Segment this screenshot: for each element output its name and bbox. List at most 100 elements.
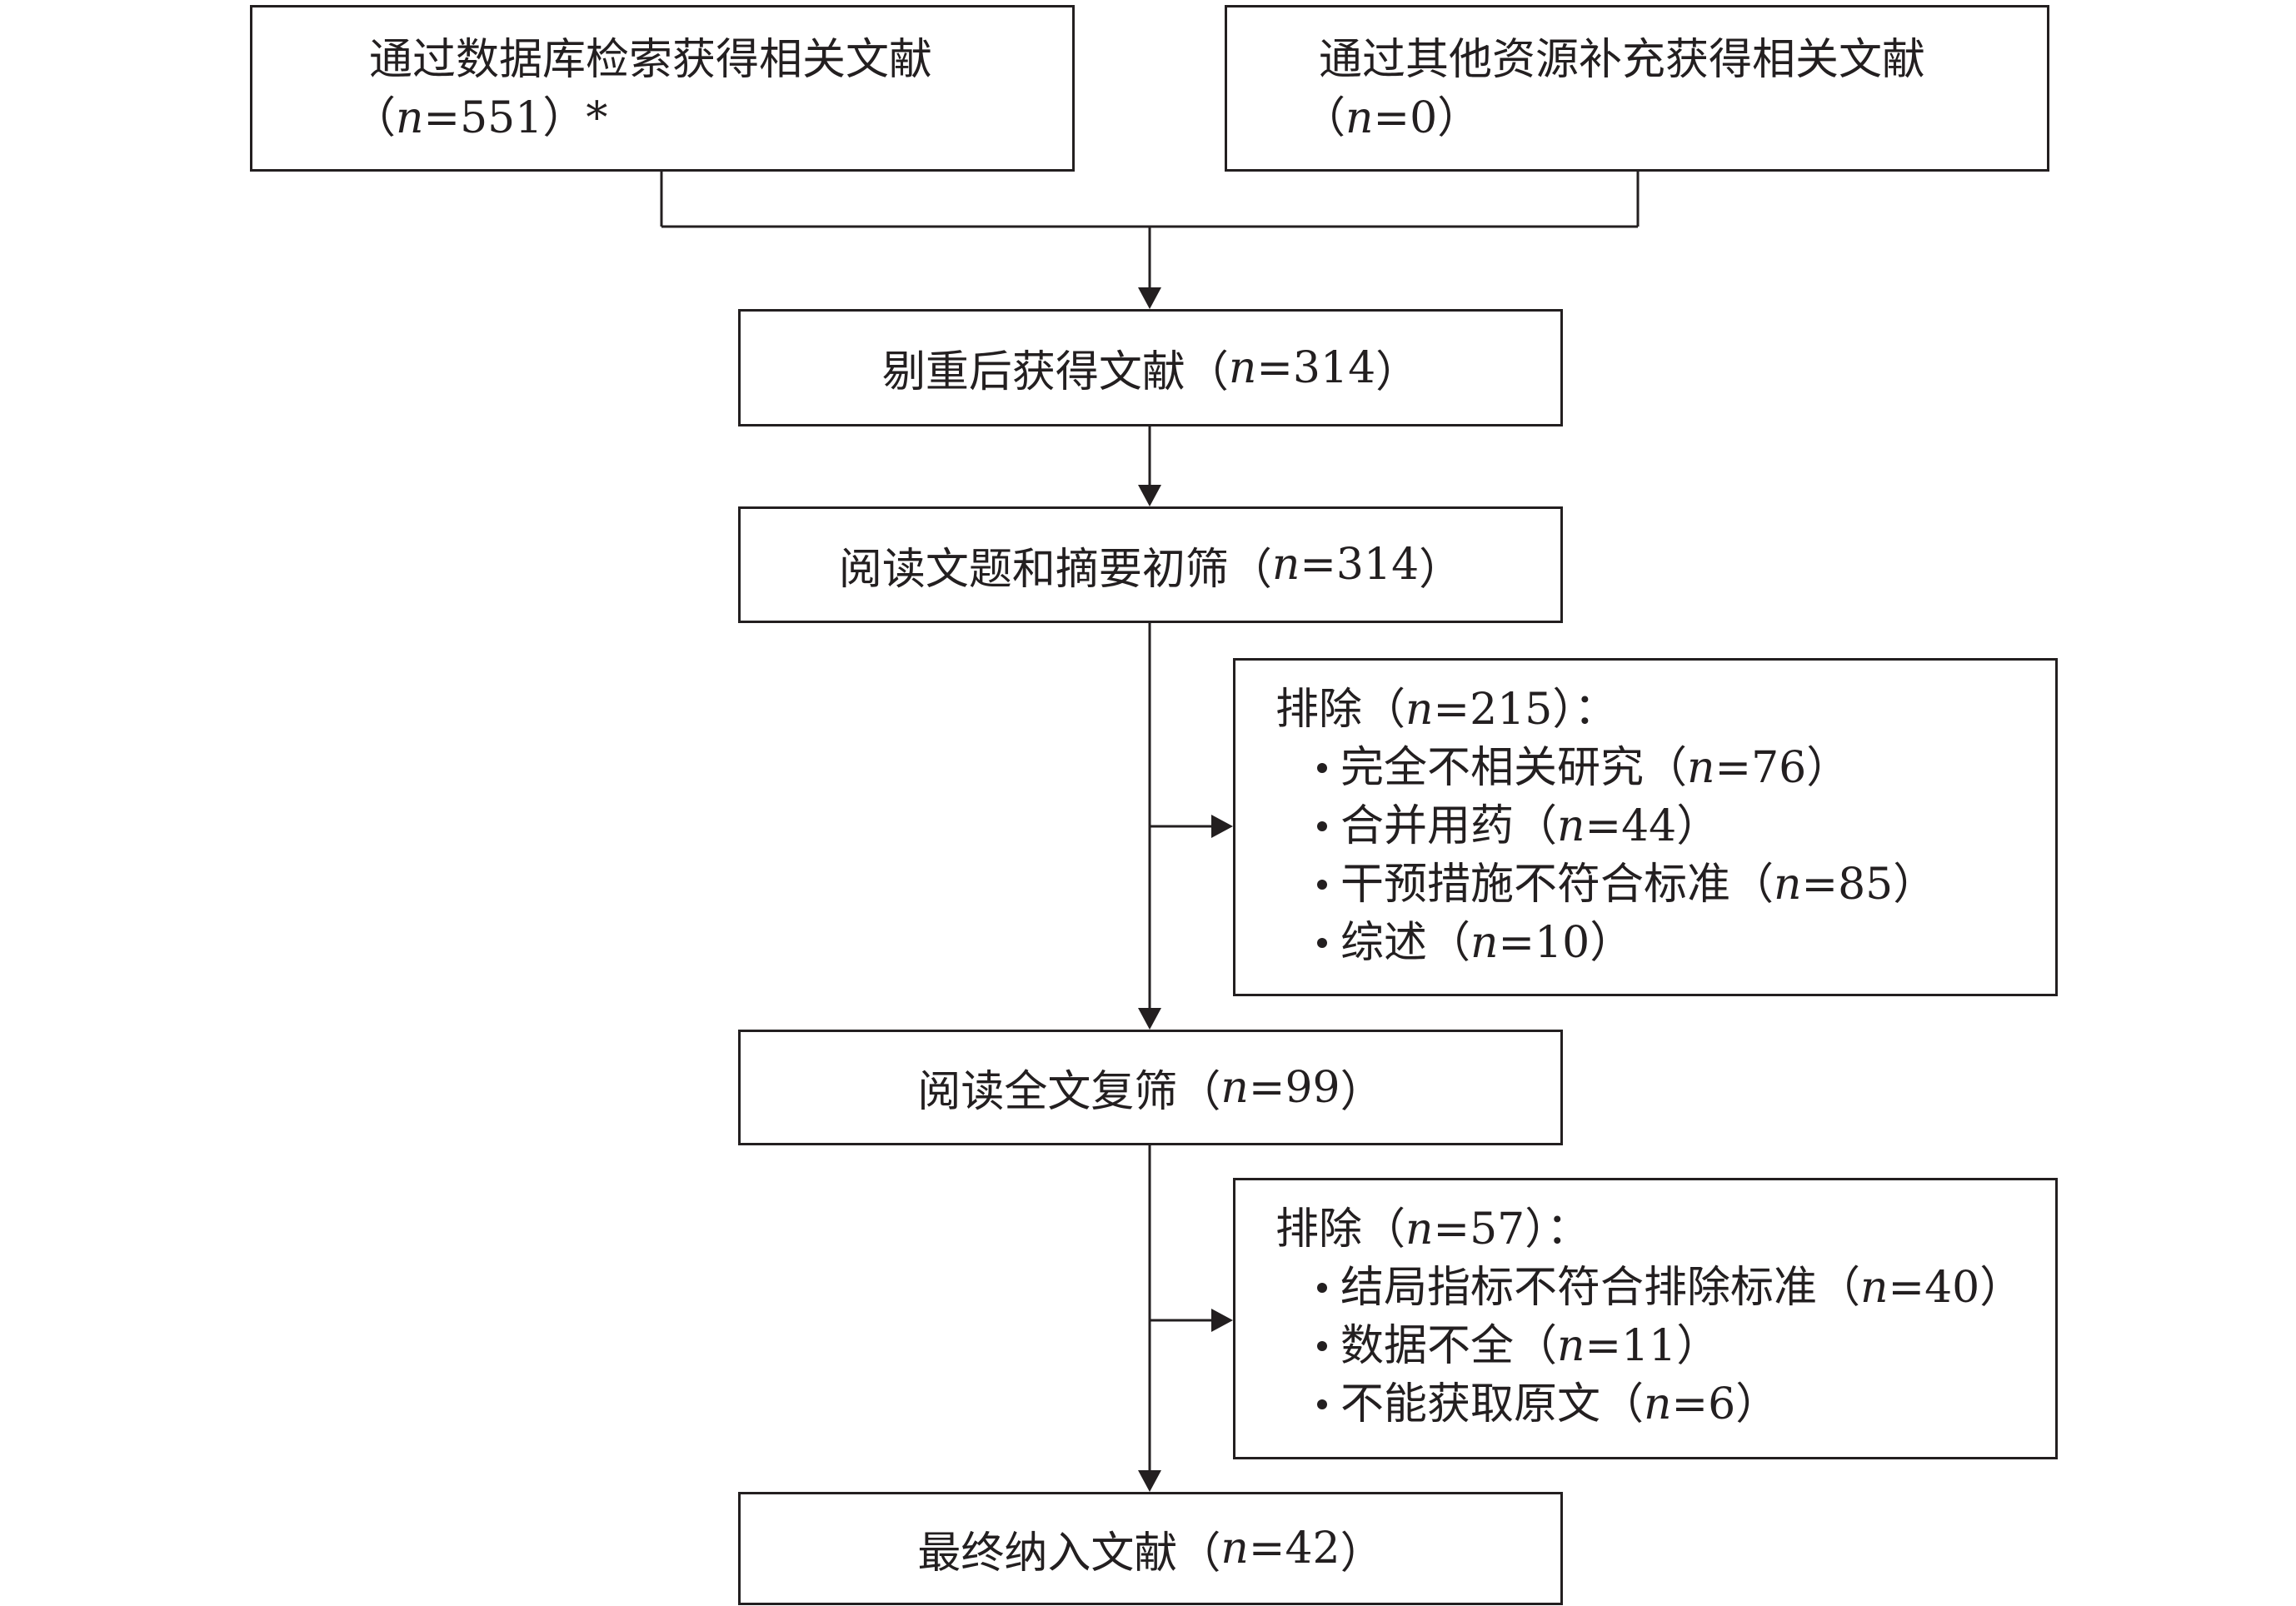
paren-close: ）：: [1552, 685, 1618, 735]
list-item: 结局指标不符合排除标准（n=40）: [1317, 1259, 2055, 1317]
paren-close: ）: [1979, 1263, 2024, 1313]
exclusion1-title: 排除（n=215）：: [1275, 681, 2055, 739]
count-value: =44: [1585, 801, 1677, 851]
database-search-box: 通过数据库检索获得相关文献 （n=551）*: [250, 5, 1075, 172]
paren-open: （: [1362, 1204, 1406, 1254]
paren-close: ）: [1893, 860, 1937, 910]
n-symbol: n: [1405, 685, 1434, 735]
n-symbol: n: [1345, 93, 1374, 143]
n-symbol: n: [1860, 1263, 1889, 1313]
bullet-icon: [1317, 938, 1327, 948]
arrowhead-title-abstract: [1138, 485, 1161, 506]
n-symbol: n: [1774, 860, 1802, 910]
paren-open: （: [1730, 860, 1774, 910]
paren-open: （: [1185, 347, 1229, 397]
fulltext-label: 阅读全文复筛: [917, 1067, 1178, 1117]
paren-open: （: [1228, 544, 1272, 595]
count-value: =40: [1888, 1263, 1980, 1313]
title-abstract-box: 阅读文题和摘要初筛（n=314）: [738, 506, 1563, 623]
dedup-box: 剔重后获得文献（n=314）: [738, 309, 1563, 426]
n-symbol: n: [1557, 1321, 1585, 1371]
exclusion1-box: 排除（n=215）： 完全不相关研究（n=76） 合并用药（n=44） 干预措施…: [1233, 658, 2058, 996]
paren-close: ）: [1419, 544, 1463, 595]
dedup-label: 剔重后获得文献: [881, 347, 1185, 397]
count-value: =6: [1671, 1379, 1736, 1429]
paren-open: （: [352, 93, 397, 143]
count-value: =76: [1715, 743, 1807, 793]
list-item: 完全不相关研究（n=76）: [1317, 739, 2055, 797]
n-symbol: n: [1557, 801, 1585, 851]
item-label: 合并用药: [1340, 801, 1515, 851]
count-value: =85: [1801, 860, 1894, 910]
item-label: 不能获取原文: [1340, 1379, 1601, 1429]
count-value: =57: [1433, 1204, 1525, 1254]
title-abstract-label: 阅读文题和摘要初筛: [838, 544, 1229, 595]
paren-open: （: [1362, 685, 1406, 735]
other-sources-box: 通过其他资源补充获得相关文献 （n=0）: [1225, 5, 2049, 172]
n-symbol: n: [1687, 743, 1715, 793]
paren-close: ）: [1590, 918, 1634, 968]
n-symbol: n: [1220, 1524, 1249, 1574]
arrowhead-exclusion1: [1211, 815, 1233, 838]
item-label: 干预措施不符合标准: [1340, 860, 1731, 910]
paren-open: （: [1177, 1528, 1221, 1579]
paren-close: ）*: [542, 93, 608, 143]
n-symbol: n: [1228, 342, 1257, 393]
item-label: 完全不相关研究: [1340, 743, 1645, 793]
paren-close: ）: [1676, 801, 1720, 851]
paren-open: （: [1817, 1263, 1861, 1313]
fulltext-box: 阅读全文复筛（n=99）: [738, 1030, 1563, 1145]
arrowhead-dedup: [1138, 287, 1161, 309]
n-symbol: n: [396, 93, 424, 143]
paren-close: ）: [1437, 93, 1481, 143]
paren-open: （: [1600, 1379, 1645, 1429]
count-value: =11: [1585, 1321, 1677, 1371]
paren-open: （: [1427, 918, 1471, 968]
count-value: =99: [1248, 1062, 1340, 1113]
item-label: 综述: [1340, 918, 1428, 968]
paren-close: ）: [1676, 1321, 1720, 1371]
exclusion-title-label: 排除: [1275, 1204, 1363, 1254]
other-sources-label: 通过其他资源补充获得相关文献: [1319, 35, 1926, 85]
list-item: 数据不全（n=11）: [1317, 1317, 2055, 1375]
count-value: =215: [1433, 685, 1553, 735]
paren-close: ）: [1375, 347, 1420, 397]
count-value: =551: [423, 93, 543, 143]
other-sources-count: （n=0）: [1302, 89, 2047, 147]
bullet-icon: [1317, 763, 1327, 773]
list-item: 不能获取原文（n=6）: [1317, 1375, 2055, 1434]
paren-close: ）: [1806, 743, 1850, 793]
paren-open: （: [1177, 1067, 1221, 1117]
paren-close: ）: [1340, 1528, 1384, 1579]
arrowhead-final: [1138, 1470, 1161, 1492]
bullet-icon: [1317, 1399, 1327, 1409]
exclusion-title-label: 排除: [1275, 685, 1363, 735]
paren-open: （: [1302, 93, 1346, 143]
paren-close: ）: [1735, 1379, 1779, 1429]
final-box: 最终纳入文献（n=42）: [738, 1492, 1563, 1605]
n-symbol: n: [1470, 918, 1499, 968]
list-item: 合并用药（n=44）: [1317, 797, 2055, 855]
count-value: =42: [1248, 1524, 1340, 1574]
n-symbol: n: [1644, 1379, 1672, 1429]
bullet-icon: [1317, 1341, 1327, 1351]
arrowhead-exclusion2: [1211, 1309, 1233, 1332]
paren-open: （: [1644, 743, 1688, 793]
n-symbol: n: [1271, 540, 1300, 590]
paren-open: （: [1514, 1321, 1558, 1371]
item-label: 结局指标不符合排除标准: [1340, 1263, 1818, 1313]
bullet-icon: [1317, 1283, 1327, 1293]
count-value: =10: [1498, 918, 1590, 968]
list-item: 综述（n=10）: [1317, 914, 2055, 972]
exclusion2-box: 排除（n=57）： 结局指标不符合排除标准（n=40） 数据不全（n=11） 不…: [1233, 1178, 2058, 1459]
count-value: =0: [1373, 93, 1438, 143]
count-value: =314: [1256, 342, 1376, 393]
item-label: 数据不全: [1340, 1321, 1515, 1371]
n-symbol: n: [1405, 1204, 1434, 1254]
paren-close: ）：: [1525, 1204, 1590, 1254]
paren-open: （: [1514, 801, 1558, 851]
arrowhead-fulltext: [1138, 1008, 1161, 1030]
bullet-icon: [1317, 880, 1327, 890]
n-symbol: n: [1220, 1062, 1249, 1113]
